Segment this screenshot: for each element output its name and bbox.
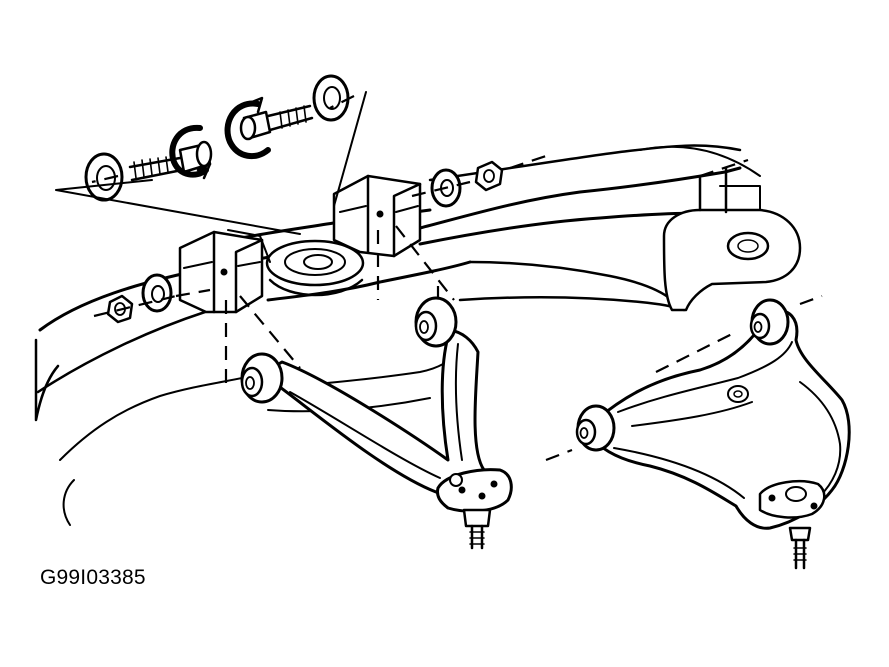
figure-code: G99I03385 bbox=[40, 566, 146, 589]
control-arm-installed bbox=[240, 296, 513, 550]
control-arm-detached bbox=[575, 298, 851, 570]
washer-right-icon bbox=[312, 74, 350, 122]
washer-front-icon bbox=[141, 273, 173, 313]
adjust-bolt-right-icon bbox=[239, 104, 314, 141]
exploded-view-lines bbox=[55, 91, 823, 462]
cam-washer-left-icon bbox=[169, 124, 212, 180]
nut-rear-icon bbox=[474, 160, 504, 192]
cam-washer-right-icon bbox=[224, 96, 271, 160]
front-mount-bracket bbox=[178, 230, 264, 314]
rear-mount-bracket bbox=[332, 174, 422, 258]
